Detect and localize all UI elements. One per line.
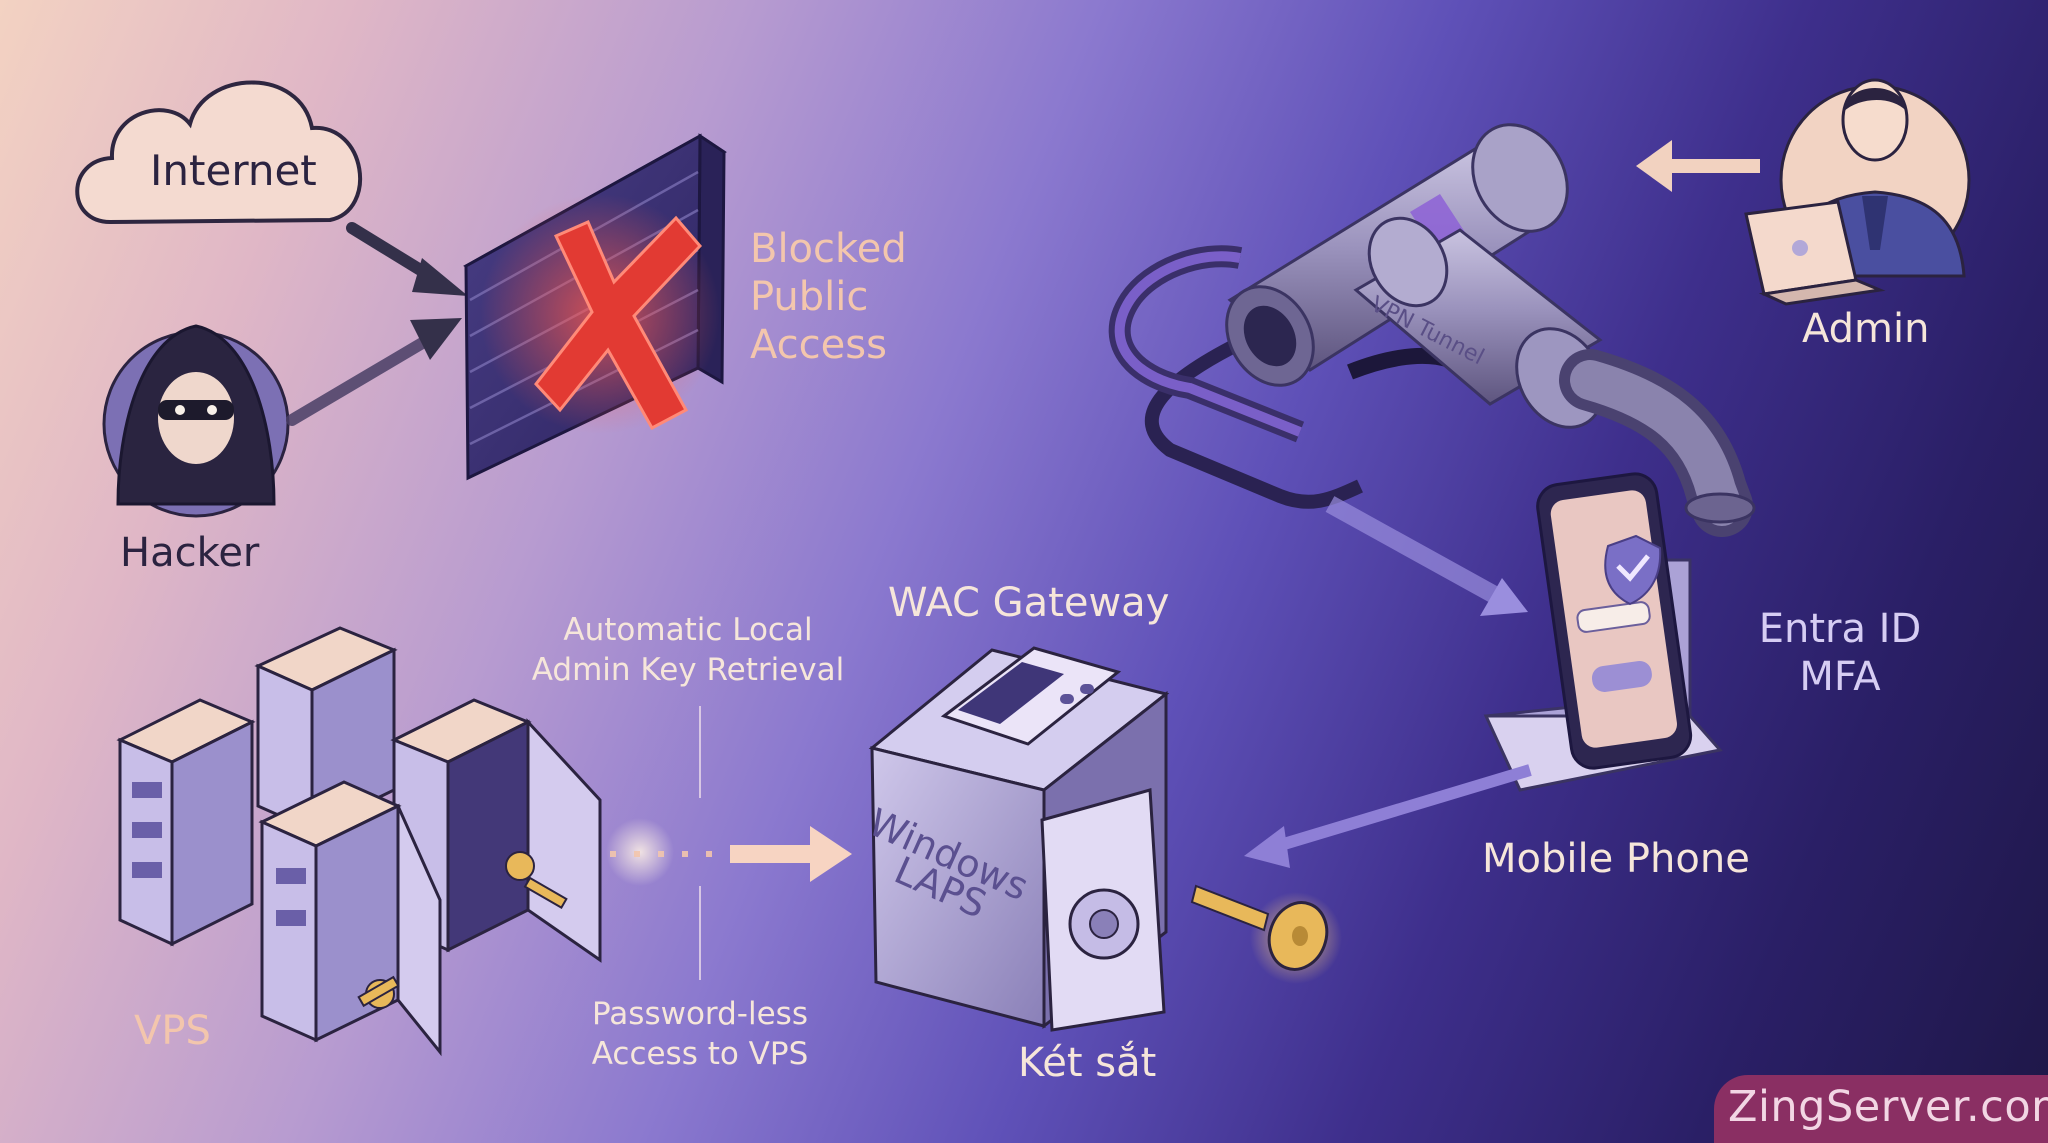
key-icon bbox=[357, 975, 400, 1009]
admin-label: Admin bbox=[1802, 306, 1930, 352]
hacker-icon bbox=[102, 324, 290, 518]
shield-check-icon bbox=[1604, 534, 1662, 606]
blocked-label-line3: Access bbox=[750, 322, 887, 368]
arrow-icon bbox=[1325, 496, 1528, 616]
blocked-x-icon bbox=[480, 194, 720, 434]
server-icon bbox=[254, 626, 398, 833]
key-icon bbox=[1190, 884, 1342, 984]
passwordless-label-line2: Access to VPS bbox=[591, 1036, 809, 1072]
watermark-text: ZingServer.com bbox=[1728, 1082, 2048, 1132]
arrow-icon bbox=[346, 222, 468, 296]
arrow-icon bbox=[606, 818, 852, 886]
arrow-icon bbox=[1244, 764, 1532, 868]
watermark-badge: ZingServer.com bbox=[1714, 1075, 2048, 1143]
safe-icon bbox=[868, 646, 1170, 1032]
mobile-phone-label: Mobile Phone bbox=[1482, 836, 1750, 882]
key-icon bbox=[505, 851, 568, 910]
hacker-label: Hacker bbox=[120, 530, 260, 576]
internet-label: Internet bbox=[150, 146, 317, 195]
auto-key-label-line1: Automatic Local bbox=[563, 612, 813, 648]
entra-label-line2: MFA bbox=[1799, 654, 1881, 700]
passwordless-label-line1: Password-less bbox=[592, 996, 808, 1032]
wac-gateway-label: WAC Gateway bbox=[888, 580, 1170, 626]
laptop-icon bbox=[1744, 200, 1886, 306]
arrow-icon bbox=[1636, 140, 1760, 192]
vps-label: VPS bbox=[134, 1008, 211, 1054]
phone-icon bbox=[1483, 472, 1723, 792]
server-icon bbox=[116, 698, 256, 947]
ket-sat-label: Két sắt bbox=[1018, 1040, 1157, 1086]
vpn-pipe-icon bbox=[1108, 123, 1756, 537]
auto-key-label-line2: Admin Key Retrieval bbox=[531, 652, 845, 688]
cloud-icon bbox=[75, 80, 363, 225]
arrow-icon bbox=[286, 318, 462, 426]
blocked-label-line2: Public bbox=[750, 274, 869, 320]
entra-label-line1: Entra ID bbox=[1758, 606, 1922, 652]
server-icon bbox=[390, 698, 602, 963]
blocked-label-line1: Blocked bbox=[750, 226, 907, 272]
